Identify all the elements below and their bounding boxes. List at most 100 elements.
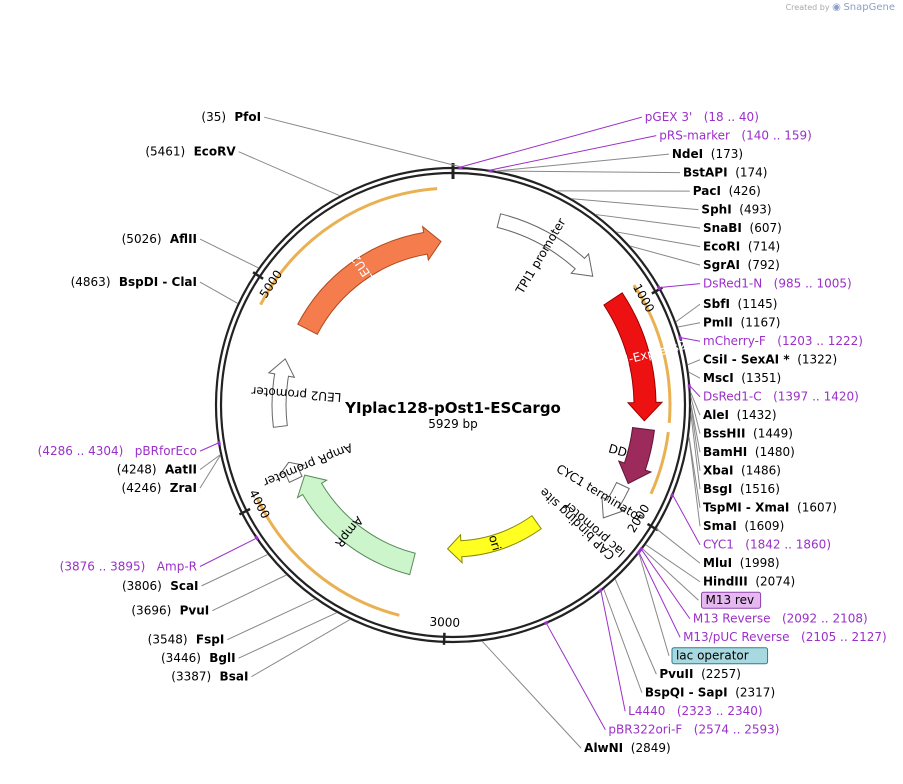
feature-arrow-leu2-promoter[interactable] [267,358,296,428]
leader-site-mlui [656,528,701,564]
site-position: (1432) [729,408,777,422]
feature-box-m13-rev[interactable] [700,591,762,609]
orf-highlight-ampr [255,497,400,617]
site-label-fspi[interactable]: (3548) FspI [148,633,225,647]
tick-label-3000: 3000 [429,615,460,630]
leader-site-bsai [251,619,351,678]
primer-label-prs-marker[interactable]: pRS-marker (140 .. 159) [659,129,812,143]
feature-arrow-dd[interactable] [617,426,655,485]
primer-label-l4440[interactable]: L4440 (2323 .. 2340) [628,704,762,718]
feature-arrow-leu2[interactable] [297,225,442,335]
primer-name: pRS-marker [659,129,730,143]
leader-site-csii-sexai [687,359,701,366]
leader-site-aflii [199,238,259,269]
site-label-bgli[interactable]: (3446) BglI [161,651,236,665]
site-position: (1516) [732,482,780,496]
site-label-sphi[interactable]: SphI (493) [701,203,771,217]
site-label-ecori[interactable]: EcoRI (714) [703,240,780,254]
leader-site-pvuii [614,578,657,675]
primer-name: mCherry-F [703,334,766,348]
site-name: SbfI [703,297,730,311]
leader-site-sphi [571,198,699,211]
site-label-aflii[interactable]: (5026) AflII [122,232,197,246]
site-name: MscI [703,371,734,385]
site-label-alei[interactable]: AleI (1432) [703,408,777,422]
primer-label-amp-r[interactable]: (3876 .. 3895) Amp-R [60,559,197,573]
site-label-smai[interactable]: SmaI (1609) [703,519,784,533]
site-label-scai[interactable]: (3806) ScaI [122,579,199,593]
site-name: - XmaI [742,501,790,515]
orf-highlight-dsred-express2 [632,284,672,423]
site-label-pmli[interactable]: PmlI (1167) [703,316,780,330]
site-label-bspqi-sapi[interactable]: BspQI - SapI (2317) [645,686,775,700]
site-name: ScaI [162,579,199,593]
site-position: (4248) [117,463,157,477]
leader-site-aatii [199,454,221,471]
feature-box-lac-operator[interactable] [671,647,769,665]
leader-site-bgli [238,612,337,659]
site-label-xbai[interactable]: XbaI (1486) [703,464,781,478]
leader-primer-pgex-3 [460,116,642,168]
site-label-mlui[interactable]: MluI (1998) [703,556,780,570]
site-label-alwni[interactable]: AlwNI (2849) [584,741,671,755]
site-label-bamhi[interactable]: BamHI (1480) [703,445,795,459]
feature-arrow-cyc1-terminator[interactable] [601,481,630,519]
tick-mark-2000 [646,522,659,532]
site-label-csii-sexai[interactable]: CsiI - SexAI * (1322) [703,353,837,367]
site-label-bspdi-clai[interactable]: (4863) BspDI - ClaI [71,275,197,289]
site-label-zrai[interactable]: (4246) ZraI [122,481,197,495]
primer-mark-prs-marker [488,169,493,173]
site-label-bsai[interactable]: (3387) BsaI [171,670,248,684]
leader-site-fspi [227,598,316,641]
feature-arrow-ampr[interactable] [296,474,416,576]
site-label-tspmi-xmai[interactable]: TspMI - XmaI (1607) [703,501,837,515]
site-label-msci[interactable]: MscI (1351) [703,371,781,385]
primer-label-dsred1-n[interactable]: DsRed1-N (985 .. 1005) [703,277,852,291]
primer-label-m13-reverse[interactable]: M13 Reverse (2092 .. 2108) [693,612,868,626]
site-name: FspI [188,633,225,647]
primer-mark-pbrforeco [217,440,221,446]
site-label-pvui[interactable]: (3696) PvuI [131,604,209,618]
feature-arrow-dsred-express2[interactable] [603,292,664,422]
label-leaders [199,116,701,749]
site-label-hindiii[interactable]: HindIII (2074) [703,575,795,589]
leader-site-snabi [595,214,701,229]
leader-primer-mcherry-f [681,337,701,342]
site-label-paci[interactable]: PacI (426) [693,184,761,198]
site-name: EcoRV [185,145,236,159]
site-label-snabi[interactable]: SnaBI (607) [703,221,782,235]
primer-mark-amp-r [254,535,260,541]
site-label-aatii[interactable]: (4248) AatII [117,463,197,477]
site-name: TspMI [703,501,742,515]
site-position: (5026) [122,232,162,246]
leader-site-ndei [496,153,669,172]
site-label-sgrai[interactable]: SgrAI (792) [703,258,780,272]
site-label-pfoi[interactable]: (35) PfoI [201,110,261,124]
site-label-bstapi[interactable]: BstAPI (174) [683,166,767,180]
feature-arrow-tpi1-promoter[interactable] [496,213,594,277]
site-label-pvuii[interactable]: PvuII (2257) [659,667,741,681]
primer-label-dsred1-c[interactable]: DsRed1-C (1397 .. 1420) [703,390,859,404]
site-position: (5461) [145,145,185,159]
snapgene-logo-icon: ◉ [832,2,841,13]
site-label-bsgi[interactable]: BsgI (1516) [703,482,780,496]
feature-arrow-ampr-promoter[interactable] [278,461,306,484]
feature-arrow-ori[interactable] [446,515,542,564]
primer-label-mcherry-f[interactable]: mCherry-F (1203 .. 1222) [703,334,863,348]
site-name: PfoI [226,110,261,124]
site-label-bsshii[interactable]: BssHII (1449) [703,427,793,441]
site-label-ecorv[interactable]: (5461) EcoRV [145,145,236,159]
primer-label-cyc1[interactable]: CYC1 (1842 .. 1860) [703,538,831,552]
site-label-sbfi[interactable]: SbfI (1145) [703,297,777,311]
leader-site-sbfi [675,303,701,323]
primer-label-pgex-3[interactable]: pGEX 3' (18 .. 40) [645,110,759,124]
leader-primer-pbr322ori-f [546,623,606,730]
leader-site-pvui [212,574,287,612]
leader-primer-m13-reverse [641,549,691,620]
site-position: (1145) [730,297,778,311]
primer-label-pbrforeco[interactable]: (4286 .. 4304) pBRforEco [38,444,197,458]
primer-label-m13-puc-reverse[interactable]: M13/pUC Reverse (2105 .. 2127) [683,630,887,644]
site-label-ndei[interactable]: NdeI (173) [672,147,743,161]
primer-label-pbr322ori-f[interactable]: pBR322ori-F (2574 .. 2593) [608,723,779,737]
primer-range: (4286 .. 4304) [38,444,124,458]
